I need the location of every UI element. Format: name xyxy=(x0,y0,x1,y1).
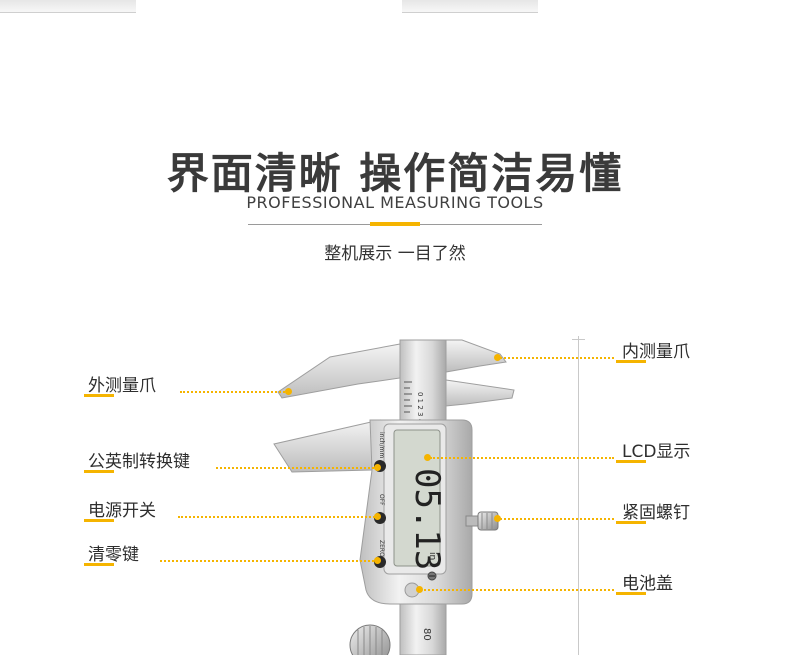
label-underline xyxy=(616,460,646,463)
leader-line xyxy=(180,391,288,393)
label-outside-jaw: 外测量爪 xyxy=(88,376,156,396)
marker-dot xyxy=(424,454,431,461)
guide-line xyxy=(578,336,579,655)
label-inside-jaw: 内测量爪 xyxy=(622,342,690,362)
label-unit-switch: 公英制转换键 xyxy=(88,452,190,472)
button-label-off: OFF xyxy=(378,494,385,506)
marker-dot xyxy=(285,388,292,395)
marker-dot xyxy=(416,586,423,593)
label-underline xyxy=(84,563,114,566)
beam-scale xyxy=(404,381,412,413)
leader-line xyxy=(160,560,378,562)
leader-line xyxy=(500,518,614,520)
label-zero-key: 清零键 xyxy=(88,545,139,565)
guide-tick xyxy=(572,339,585,340)
label-underline xyxy=(84,470,114,473)
divider-accent xyxy=(370,222,420,226)
label-lock-screw: 紧固螺钉 xyxy=(622,503,690,523)
beam-scale-label-bottom: 80 xyxy=(421,628,432,641)
label-underline xyxy=(616,521,646,524)
label-underline xyxy=(84,519,114,522)
page-title: 界面清晰 操作简洁易懂 xyxy=(166,149,624,198)
product-image-fragment-left xyxy=(0,0,136,13)
page-tagline: 整机展示 一目了然 xyxy=(324,244,466,264)
product-image-fragment-right xyxy=(402,0,538,13)
page-subtitle: PROFESSIONAL MEASURING TOOLS xyxy=(246,193,544,212)
beam-scale-label: 0 1 2 3 4 xyxy=(416,392,424,424)
label-battery-cover: 电池盖 xyxy=(622,574,673,594)
label-lcd-display: LCD显示 xyxy=(622,442,691,462)
leader-line xyxy=(216,467,378,469)
leader-line xyxy=(424,589,614,591)
label-underline xyxy=(616,360,646,363)
marker-dot xyxy=(374,464,381,471)
marker-dot xyxy=(494,354,501,361)
leader-line xyxy=(430,457,614,459)
lcd-reading: 05.13 xyxy=(407,468,447,570)
label-power-switch: 电源开关 xyxy=(88,501,156,521)
marker-dot xyxy=(494,515,501,522)
label-underline xyxy=(84,394,114,397)
marker-dot xyxy=(374,513,381,520)
lcd-unit: in xyxy=(427,552,437,560)
button-label-inch-mm: inch/mm xyxy=(378,432,385,458)
label-underline xyxy=(616,592,646,595)
leader-line xyxy=(500,357,614,359)
leader-line xyxy=(178,516,378,518)
button-label-zero: ZERO xyxy=(378,540,385,557)
marker-dot xyxy=(374,557,381,564)
